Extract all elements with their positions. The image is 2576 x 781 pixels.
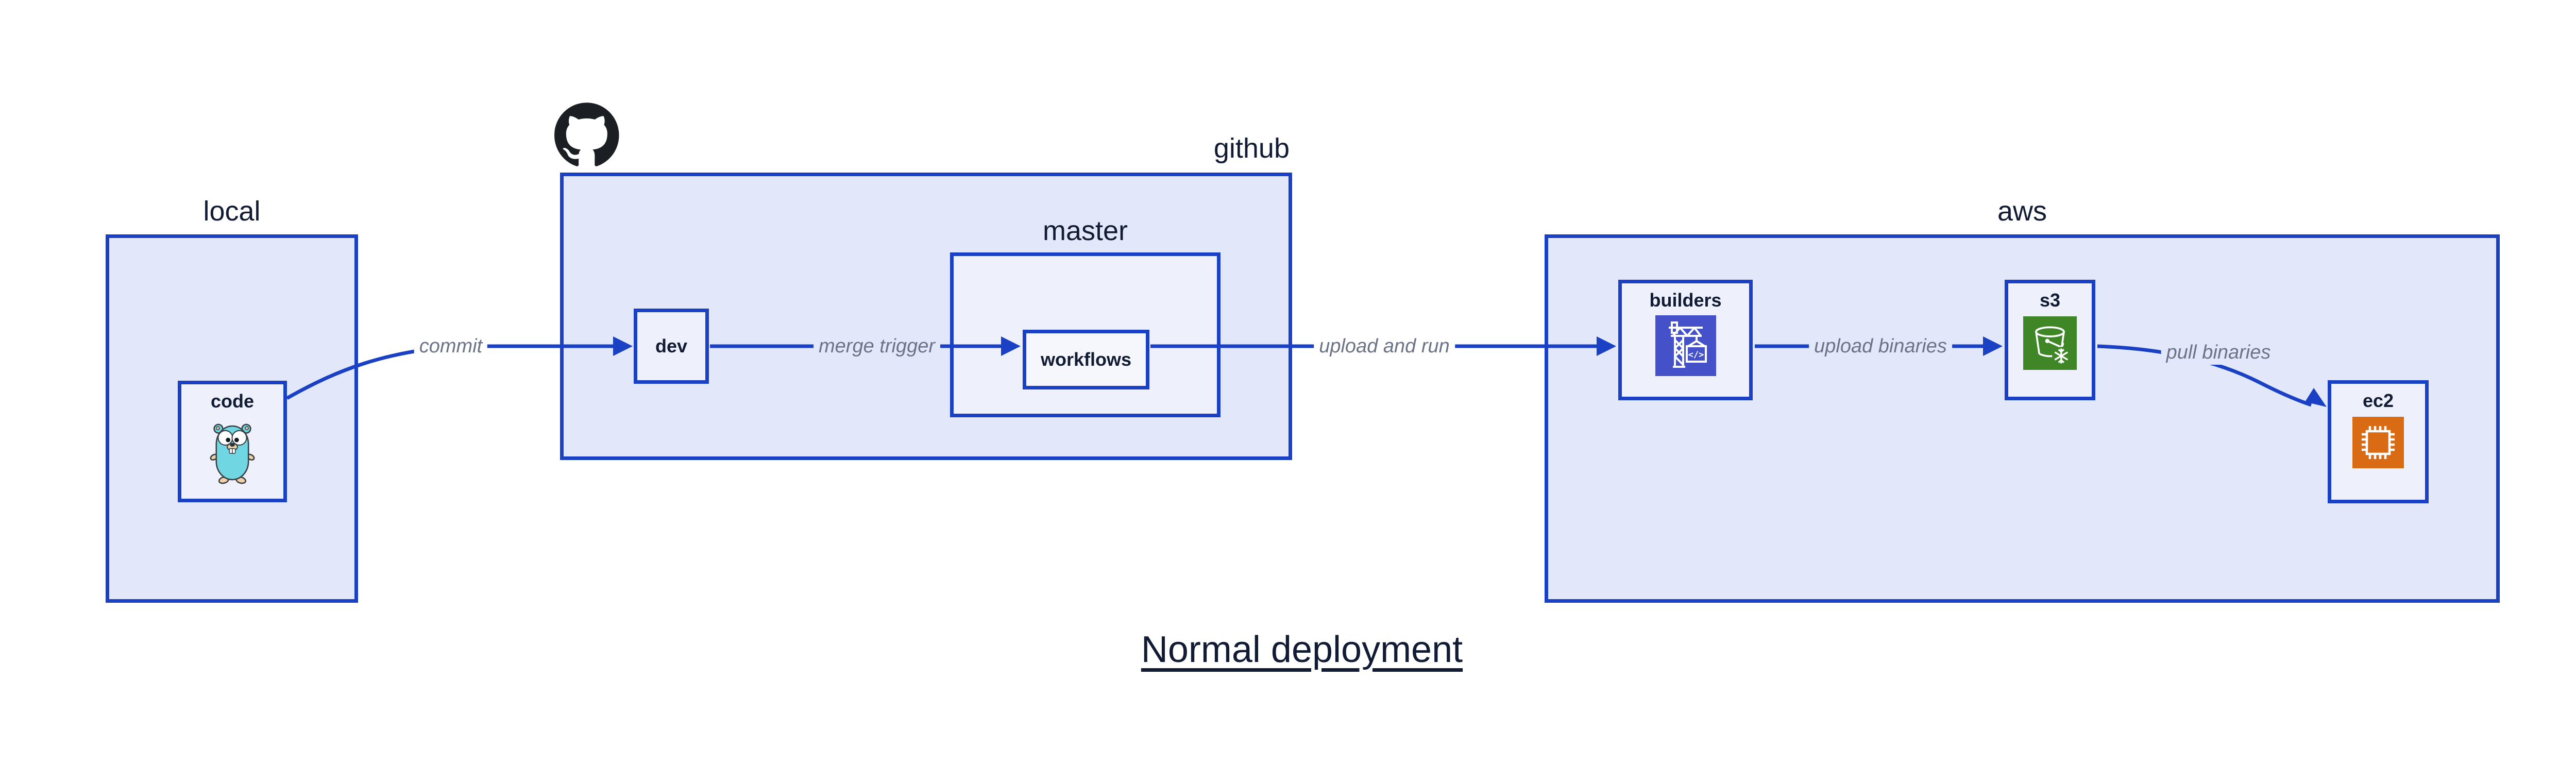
commit-edge-label: commit [414,334,488,359]
pull-binaries-edge-label: pull binaries [2161,340,2276,365]
merge-trigger-edge-label: merge trigger [814,334,940,359]
workflows-node-label: workflows [1040,349,1132,370]
github-group-label: github [1213,133,1290,164]
svg-text:</>: </> [1688,350,1704,360]
builders-node: builders [1618,280,1753,400]
s3-node-label: s3 [2039,290,2061,311]
aws-codebuild-icon: </> [1655,315,1716,376]
code-node: code [178,381,287,502]
ec2-node-label: ec2 [2362,390,2394,411]
aws-ec2-chip-icon [2352,417,2404,468]
go-gopher-icon [210,423,255,484]
upload-and-run-edge-label: upload and run [1314,334,1455,359]
s3-node: s3 [2005,280,2095,400]
workflows-node: workflows [1023,330,1149,389]
dev-branch-node: dev [634,309,709,384]
ec2-node: ec2 [2328,380,2429,503]
master-branch-label: master [1042,215,1128,246]
diagram-title: Normal deployment [1141,629,1463,670]
aws-s3-bucket-icon [2023,316,2077,370]
builders-node-label: builders [1649,290,1722,311]
upload-binaries-edge-label: upload binaries [1809,334,1952,359]
local-group-label: local [203,196,261,227]
dev-node-label: dev [655,335,688,356]
aws-group-label: aws [1997,196,2047,227]
github-logo-icon [554,103,619,166]
code-node-label: code [210,390,255,412]
